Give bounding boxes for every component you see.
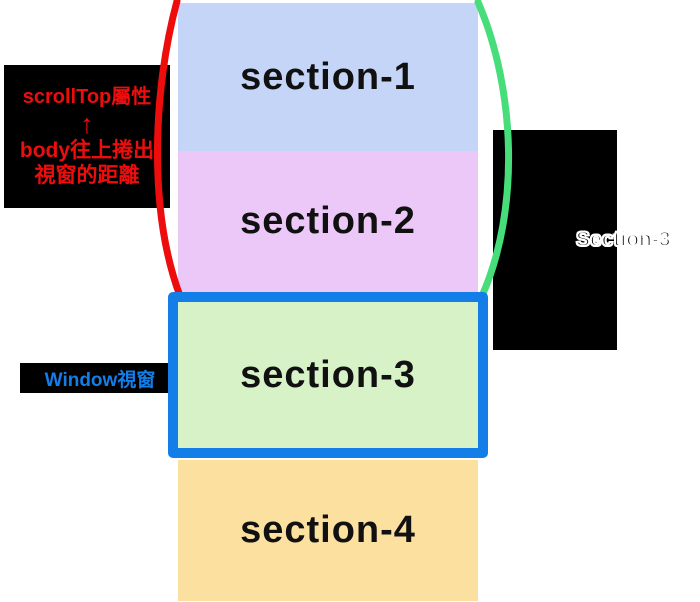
window-annotation-box: Window視窗 [20,363,180,393]
section-4-label: section-4 [240,509,416,551]
section-3-label: section-3 [240,353,416,396]
up-arrow-icon: ↑ [80,109,94,139]
scrolltop-attribute-text: scrollTop屬性 [22,86,152,108]
scrolltop-description-line1: body往上捲出 [19,139,155,162]
window-viewport-box: section-3 [168,292,488,458]
right-section-label: Section-3 [575,227,672,252]
section-1-block: section-1 [178,3,478,151]
scrolltop-description-line2: 視窗的距離 [34,164,140,187]
section-1-label: section-1 [240,55,416,98]
scrolltop-annotation-box: scrollTop屬性 ↑ body往上捲出 視窗的距離 [4,65,170,208]
section-4-block: section-4 [178,460,478,601]
section-2-label: section-2 [240,200,416,242]
right-annotation-box: Section-3 [493,130,672,350]
section-2-block: section-2 [178,151,478,292]
window-viewport-label: Window視窗 [44,369,156,391]
